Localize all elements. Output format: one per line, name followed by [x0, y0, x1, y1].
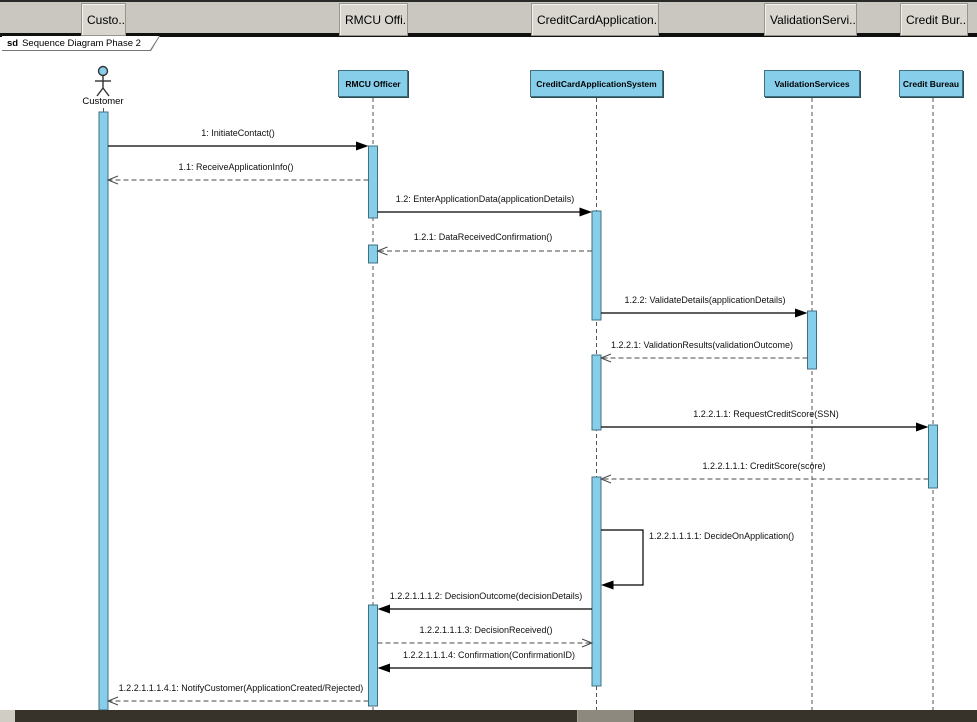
frame-title: Sequence Diagram Phase 2	[22, 37, 141, 49]
activation-validation[interactable]	[807, 310, 817, 370]
message-label-1-2-2-1-1-1[interactable]: 1.2.2.1.1.1: CreditScore(score)	[702, 461, 826, 471]
frame-label-shape: sd Sequence Diagram Phase 2	[2, 36, 159, 50]
horizontal-scrollbar[interactable]	[0, 710, 977, 722]
message-label-1-2-2-1[interactable]: 1.2.2.1: ValidationResults(validationOut…	[611, 340, 793, 350]
message-label-1-2-1[interactable]: 1.2.1: DataReceivedConfirmation()	[413, 232, 553, 242]
activation-ccas-3[interactable]	[591, 476, 602, 687]
activation-rmcu-1[interactable]	[368, 145, 378, 219]
message-label-1-2-2-1-1-1-3[interactable]: 1.2.2.1.1.1.3: DecisionReceived()	[419, 625, 553, 635]
message-arrow-1-2-2-1-1-1-4-1[interactable]	[106, 696, 369, 706]
message-label-1-2-2-1-1-1-4[interactable]: 1.2.2.1.1.1.4: Confirmation(Confirmation…	[402, 650, 576, 660]
frame-keyword: sd	[7, 37, 19, 49]
message-arrow-1-2-2-1[interactable]	[599, 353, 808, 363]
message-label-1-2-2-1-1-1-4-1[interactable]: 1.2.2.1.1.1.4.1: NotifyCustomer(Applicat…	[118, 683, 364, 693]
activation-bureau[interactable]	[928, 424, 938, 489]
message-arrow-1-2-1[interactable]	[376, 246, 593, 256]
lifeline-head-validation-services[interactable]: ValidationServices	[764, 70, 860, 97]
header-tab-creditcard-system[interactable]: CreditCardApplication...	[531, 3, 659, 36]
scrollbar-left-button[interactable]	[0, 710, 15, 722]
message-arrow-1-2-2-1-1-1[interactable]	[599, 474, 929, 484]
header-tab-validation-services[interactable]: ValidationServi...	[764, 3, 857, 36]
message-arrow-1-2-2-1-1[interactable]	[601, 422, 929, 432]
message-label-1-2[interactable]: 1.2: EnterApplicationData(applicationDet…	[395, 194, 575, 204]
header-tab-credit-bureau[interactable]: Credit Bur...	[900, 3, 968, 36]
lifeline-head-creditcard-system[interactable]: CreditCardApplicationSystem	[530, 70, 663, 97]
message-arrow-1-2-2[interactable]	[601, 308, 808, 318]
message-arrow-1-1[interactable]	[106, 175, 369, 185]
lifeline-header-bar: Custo... RMCU Offi... CreditCardApplicat…	[0, 0, 977, 37]
lifeline-head-rmcu-officer[interactable]: RMCU Officer	[338, 70, 408, 97]
scrollbar-thumb[interactable]	[577, 710, 635, 722]
message-label-1-2-2-1-1-1-2[interactable]: 1.2.2.1.1.1.2: DecisionOutcome(decisionD…	[389, 591, 583, 601]
activation-customer[interactable]	[98, 111, 109, 711]
activation-ccas-2[interactable]	[591, 354, 602, 431]
message-arrow-1-2-2-1-1-1-4[interactable]	[377, 663, 593, 673]
message-label-self-decide[interactable]: 1.2.2.1.1.1.1: DecideOnApplication()	[649, 531, 795, 541]
message-arrow-1-2[interactable]	[377, 207, 593, 217]
message-arrow-1[interactable]	[108, 141, 369, 151]
activation-rmcu-3[interactable]	[368, 604, 378, 707]
message-arrow-1-2-2-1-1-1-3[interactable]	[377, 638, 594, 648]
header-tab-rmcu-officer[interactable]: RMCU Offi...	[339, 3, 408, 36]
header-divider-line	[0, 33, 977, 37]
message-arrow-1-2-2-1-1-1-2[interactable]	[377, 604, 593, 614]
actor-customer-icon[interactable]	[95, 65, 111, 97]
message-label-1-2-2[interactable]: 1.2.2: ValidateDetails(applicationDetail…	[624, 295, 786, 305]
activation-ccas-1[interactable]	[591, 210, 602, 321]
frame-label[interactable]: sd Sequence Diagram Phase 2	[2, 36, 160, 51]
message-arrow-self-decide[interactable]	[601, 529, 644, 590]
activation-rmcu-2[interactable]	[368, 244, 378, 264]
header-tab-customer[interactable]: Custo...	[81, 3, 126, 36]
lifeline-head-credit-bureau[interactable]: Credit Bureau	[899, 70, 963, 97]
lifeline-head-customer[interactable]: Customer	[82, 96, 124, 107]
message-label-1-2-2-1-1[interactable]: 1.2.2.1.1: RequestCreditScore(SSN)	[693, 409, 839, 419]
message-label-1-1[interactable]: 1.1: ReceiveApplicationInfo()	[178, 162, 294, 172]
message-label-1[interactable]: 1: InitiateContact()	[201, 128, 275, 138]
